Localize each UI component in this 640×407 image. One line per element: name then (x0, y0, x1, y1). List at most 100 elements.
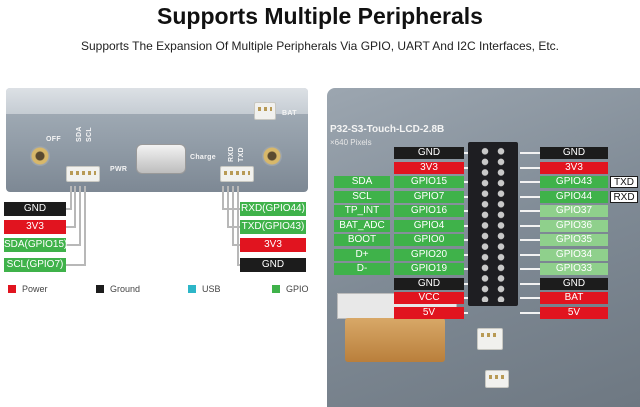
wire (464, 239, 468, 241)
wire (464, 225, 468, 227)
wire (64, 264, 86, 266)
wire (520, 283, 540, 285)
wire (520, 152, 540, 154)
wire (464, 181, 468, 183)
battery-connector (477, 328, 503, 350)
pin-label-right: GPIO43 (540, 176, 608, 188)
pin-function-label: BOOT (334, 234, 390, 246)
wire (520, 297, 540, 299)
pin-label-left: VCC (394, 292, 464, 304)
usb-c-port (136, 144, 186, 174)
pin-label-left: GND (394, 147, 464, 159)
pin-label-right: GPIO33 (540, 263, 608, 275)
silk-off: OFF (46, 136, 61, 143)
pin-label-left: GPIO15 (394, 176, 464, 188)
pin-label-right: GND (540, 278, 608, 290)
right-board-photo: P32-S3-Touch-LCD-2.8B ×640 Pixels (327, 88, 640, 407)
pin-label-left: 3V3 (394, 162, 464, 174)
legend-swatch (96, 285, 104, 293)
wire (520, 239, 540, 241)
wire (84, 186, 86, 265)
pin-function-label: RXD (610, 191, 638, 203)
wire (464, 167, 468, 169)
pin-label-3v3: 3V3 (240, 238, 306, 252)
wire (464, 152, 468, 154)
wire (520, 196, 540, 198)
fpc-cable (345, 318, 445, 362)
legend-label: Power (22, 284, 48, 294)
silk-charge: Charge (190, 154, 216, 161)
wire (74, 186, 76, 227)
legend-item-gpio: GPIO (272, 283, 309, 295)
legend-label: USB (202, 284, 221, 294)
pin-label-gnd: GND (240, 258, 306, 272)
left-board-photo: OFF SDA SCL PWR Charge RXD TXD BAT (6, 88, 308, 192)
pin-label-txd: TXD(GPIO43) (240, 220, 306, 234)
mounting-hole (30, 146, 50, 166)
mounting-hole (262, 146, 282, 166)
page-subtitle: Supports The Expansion Of Multiple Perip… (80, 39, 559, 53)
wire (464, 210, 468, 212)
pin-function-label: TXD (610, 176, 638, 188)
pin-label-right: GPIO44 (540, 191, 608, 203)
board-subtitle: ×640 Pixels (330, 138, 372, 147)
pin-function-label: SDA (334, 176, 390, 188)
pin-label-right: 3V3 (540, 162, 608, 174)
wire (464, 297, 468, 299)
pin-label-gnd: GND (4, 202, 66, 216)
wire (520, 181, 540, 183)
pin-label-left: GPIO7 (394, 191, 464, 203)
wire (222, 186, 224, 209)
legend-label: Ground (110, 284, 141, 294)
wire (464, 283, 468, 285)
pin-label-left: GPIO16 (394, 205, 464, 217)
silk-txd: TXD (238, 147, 245, 162)
wire (464, 196, 468, 198)
wire (237, 264, 240, 266)
legend-swatch (272, 285, 280, 293)
wire (520, 210, 540, 212)
silk-rxd: RXD (228, 146, 235, 162)
pin-label-left: GPIO4 (394, 220, 464, 232)
pin-label-rxd: RXD(GPIO44) (240, 202, 306, 216)
wire (464, 312, 468, 314)
wire (70, 186, 72, 209)
pin-label-right: GPIO34 (540, 249, 608, 261)
pin-label-left: GPIO0 (394, 234, 464, 246)
pin-label-left: 5V (394, 307, 464, 319)
pin-label-left: GPIO19 (394, 263, 464, 275)
wire (520, 254, 540, 256)
legend-item-ground: Ground (96, 283, 140, 295)
pin-label-right: BAT (540, 292, 608, 304)
i2c-connector (66, 166, 100, 182)
pin-function-label: D+ (334, 249, 390, 261)
pin-function-label: D- (334, 263, 390, 275)
pin-label-right: 5V (540, 307, 608, 319)
wire (64, 244, 81, 246)
pin-label-right: GPIO36 (540, 220, 608, 232)
silk-bat: BAT (282, 110, 297, 117)
silk-pwr: PWR (110, 166, 128, 173)
legend-item-usb: USB (188, 283, 221, 295)
wire (464, 268, 468, 270)
rtc-connector (485, 370, 509, 388)
pin-label-left: GND (394, 278, 464, 290)
pin-label-left: GPIO20 (394, 249, 464, 261)
wire (64, 208, 72, 210)
gpio-header (468, 142, 518, 306)
legend-swatch (8, 285, 16, 293)
wire (79, 186, 81, 245)
wire (464, 254, 468, 256)
uart-connector (220, 166, 254, 182)
silk-sda: SDA (76, 126, 83, 142)
pin-label-right: GPIO35 (540, 234, 608, 246)
wire (520, 225, 540, 227)
page-title: Supports Multiple Peripherals (157, 3, 483, 29)
legend-label: GPIO (286, 284, 309, 294)
silk-scl: SCL (86, 127, 93, 142)
legend-item-power: Power (8, 283, 48, 295)
wire (227, 186, 229, 227)
battery-connector (254, 102, 276, 120)
wire (64, 226, 76, 228)
pin-function-label: BAT_ADC (334, 220, 390, 232)
